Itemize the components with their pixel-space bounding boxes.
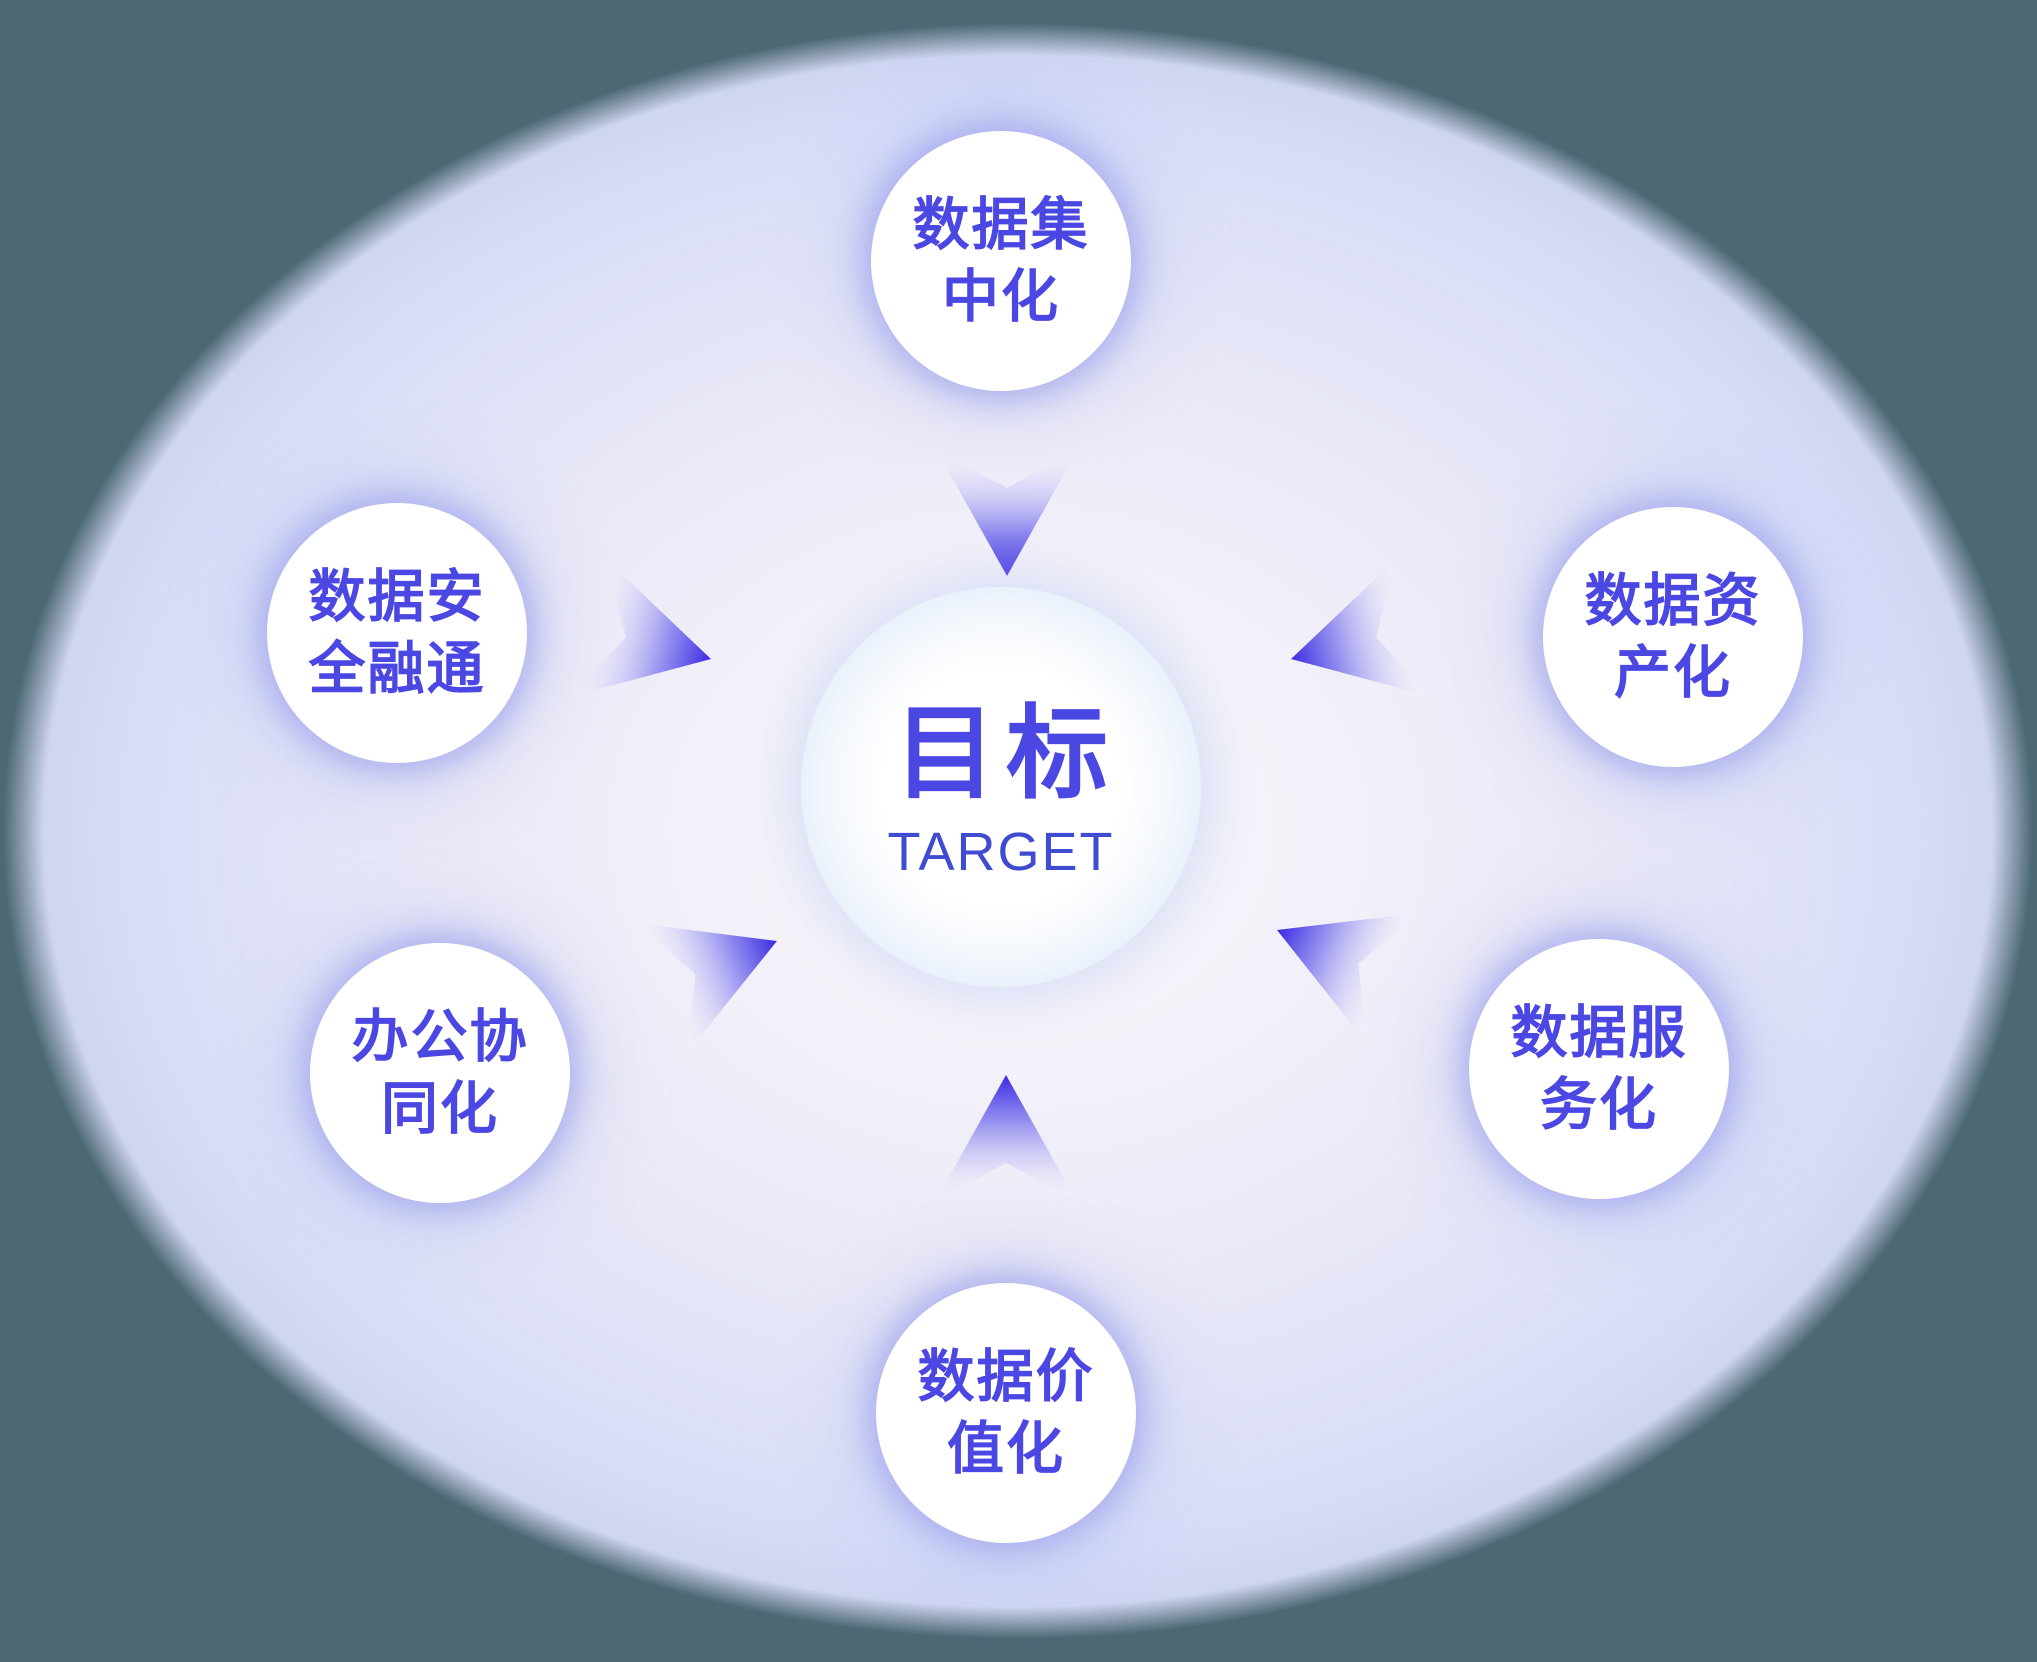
node-label-line: 全融通 bbox=[308, 637, 486, 701]
node-label-line: 数据集 bbox=[912, 193, 1090, 257]
node-label-line: 办公协 bbox=[351, 1005, 529, 1069]
node-data-servicization: 数据服 务化 bbox=[1469, 939, 1729, 1199]
node-data-valorization: 数据价 值化 bbox=[876, 1283, 1136, 1543]
node-office-collaboration: 办公协 同化 bbox=[310, 943, 570, 1203]
center-title: 目标 bbox=[894, 697, 1118, 812]
node-label-line: 值化 bbox=[947, 1417, 1065, 1481]
node-label-line: 产化 bbox=[1614, 641, 1732, 705]
node-data-centralization: 数据集 中化 bbox=[871, 131, 1131, 391]
node-data-security-integration: 数据安 全融通 bbox=[267, 503, 527, 763]
center-subtitle: TARGET bbox=[887, 821, 1115, 882]
node-data-assetization: 数据资 产化 bbox=[1543, 507, 1803, 767]
node-label-line: 数据服 bbox=[1510, 1001, 1688, 1065]
node-label-line: 中化 bbox=[942, 265, 1060, 329]
node-label-line: 务化 bbox=[1540, 1073, 1658, 1137]
node-label-line: 数据安 bbox=[308, 565, 486, 629]
node-label-line: 数据资 bbox=[1584, 569, 1762, 633]
node-label-line: 同化 bbox=[381, 1077, 499, 1141]
node-label-line: 数据价 bbox=[917, 1345, 1095, 1409]
center-target-node: 目标 TARGET bbox=[801, 587, 1201, 987]
